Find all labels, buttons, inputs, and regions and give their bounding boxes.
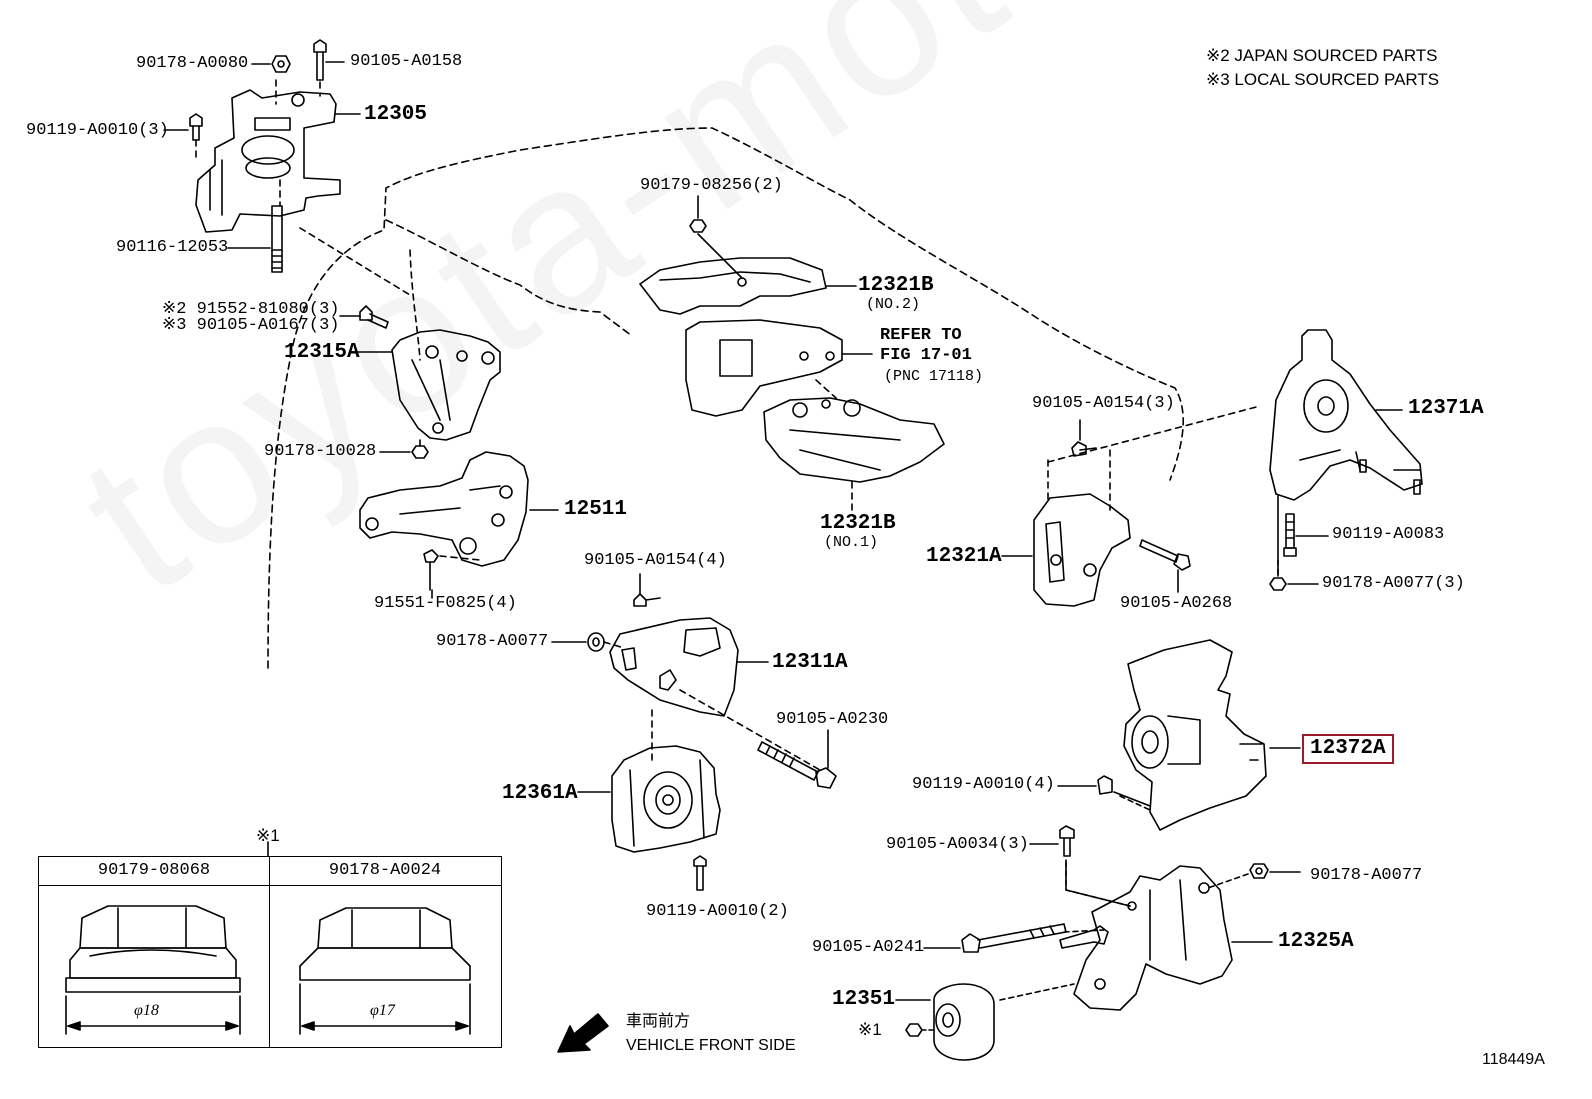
bolt-90105-A0034-3 [1059, 825, 1075, 857]
shield-12321B-no2 [639, 257, 827, 315]
part-12311A[interactable]: 12311A [772, 651, 848, 674]
nut-90178-A0077-a [587, 632, 605, 652]
dimension-phi18: φ18 [134, 1002, 159, 1019]
bolt-90105-A0158 [313, 39, 327, 81]
refer-to-text: REFER TO [880, 326, 962, 345]
part-90178-A0080[interactable]: 90178-A0080 [136, 54, 249, 73]
bolt-90105-A0154-4 [633, 593, 661, 607]
part-90105-A0154-3[interactable]: 90105-A0154(3) [1032, 394, 1175, 413]
legend-local-sourced: ※3 LOCAL SOURCED PARTS [1206, 70, 1440, 89]
part-91551-F0825-4[interactable]: 91551-F0825(4) [374, 594, 517, 613]
bolt-90105-A0230 [757, 741, 837, 789]
part-12321A[interactable]: 12321A [926, 545, 1002, 568]
front-en-text: VEHICLE FRONT SIDE [626, 1037, 796, 1054]
part-12321B-no2-sub: (NO.2) [866, 296, 921, 313]
bracket-12311A [609, 617, 739, 717]
part-12351[interactable]: 12351 [832, 988, 896, 1011]
bracket-12325A [1073, 865, 1233, 1011]
engine-outline-inner [385, 219, 633, 337]
bolt-91551-F0825 [423, 549, 439, 591]
nut-profile-90179-08068 [65, 905, 241, 993]
table-divider [269, 885, 270, 1047]
part-12372A-highlighted[interactable]: 12372A [1302, 734, 1394, 764]
bolt-90105-A0268 [1139, 539, 1191, 571]
shield-12321B-no1 [763, 397, 945, 483]
figure-id: 118449A [1482, 1051, 1545, 1068]
bolt-90119-A0083 [1283, 513, 1297, 557]
part-12305[interactable]: 12305 [364, 103, 428, 126]
bolt-90105-A0154-3 [1071, 441, 1097, 457]
bolt-90119-A0010-2 [693, 855, 707, 891]
front-jp-text: 車両前方 [626, 1013, 691, 1030]
nut-90178-10028 [411, 445, 429, 459]
part-90105-A0241[interactable]: 90105-A0241 [812, 938, 925, 957]
note-star1-b: ※1 [858, 1020, 882, 1039]
part-12511[interactable]: 12511 [564, 498, 628, 521]
bracket-12321A [1033, 493, 1131, 607]
table-header-90178-A0024[interactable]: 90178-A0024 [269, 857, 501, 886]
part-90105-A0268[interactable]: 90105-A0268 [1120, 594, 1233, 613]
part-90178-A0077-3[interactable]: 90178-A0077(3) [1322, 574, 1465, 593]
nut-profile-90178-A0024 [299, 907, 471, 981]
part-90178-10028[interactable]: 90178-10028 [264, 442, 377, 461]
part-12321B-no1-sub: (NO.1) [824, 534, 879, 551]
part-12321B-no2[interactable]: 12321B [858, 274, 934, 297]
legend-japan-sourced: ※2 JAPAN SOURCED PARTS [1206, 46, 1438, 65]
bracket-center [685, 319, 843, 417]
part-12325A[interactable]: 12325A [1278, 930, 1354, 953]
part-91552-81080-3[interactable]: ※2 91552-81080(3) [162, 300, 340, 319]
part-90179-08256-2[interactable]: 90179-08256(2) [640, 176, 783, 195]
part-90105-A0154-4[interactable]: 90105-A0154(4) [584, 551, 727, 570]
part-90105-A0034-3[interactable]: 90105-A0034(3) [886, 835, 1029, 854]
part-90119-A0010-4[interactable]: 90119-A0010(4) [912, 775, 1055, 794]
part-12321B-no1[interactable]: 12321B [820, 512, 896, 535]
part-90178-A0077-b[interactable]: 90178-A0077 [1310, 866, 1423, 885]
nut-90178-A0077-b [1249, 863, 1269, 879]
dimension-lines [65, 983, 471, 1035]
front-arrow-icon [557, 1013, 609, 1053]
bracket-12511 [359, 451, 529, 567]
bracket-12315A [391, 329, 501, 441]
bolt-90105-A0241 [961, 923, 1067, 953]
mount-12371A [1269, 329, 1423, 501]
part-90116-12053[interactable]: 90116-12053 [116, 238, 229, 257]
part-90178-A0077-a[interactable]: 90178-A0077 [436, 632, 549, 651]
bolt-90119-A0010-3 [189, 113, 203, 141]
mount-12361A [611, 745, 721, 853]
part-90119-A0083[interactable]: 90119-A0083 [1332, 525, 1445, 544]
mount-12305 [195, 89, 341, 233]
part-90119-A0010-2[interactable]: 90119-A0010(2) [646, 902, 789, 921]
nut-reference-table: 90179-08068 90178-A0024 [38, 856, 502, 1048]
refer-pnc: (PNC 17118) [884, 368, 984, 385]
part-90105-A0167-3[interactable]: ※3 90105-A0167(3) [162, 316, 340, 335]
bolt-90119-A0010-4 [1097, 775, 1113, 795]
stud-90116-12053 [271, 205, 283, 273]
nut-12351 [905, 1023, 923, 1037]
part-12371A[interactable]: 12371A [1408, 397, 1484, 420]
refer-fig[interactable]: FIG 17-01 [880, 346, 972, 365]
note-star1: ※1 [256, 826, 280, 845]
engine-outline [267, 127, 1184, 669]
part-12315A[interactable]: 12315A [284, 341, 360, 364]
nut-90178-A0080 [271, 55, 291, 73]
part-90105-A0158[interactable]: 90105-A0158 [350, 52, 463, 71]
bolt-91552-81080 [359, 305, 389, 329]
nut-90178-A0077-3 [1269, 577, 1287, 591]
dimension-phi17: φ17 [370, 1002, 395, 1019]
table-header-90179-08068[interactable]: 90179-08068 [39, 857, 270, 886]
legend: ※2 JAPAN SOURCED PARTS ※3 LOCAL SOURCED … [1206, 44, 1439, 92]
part-90119-A0010-3[interactable]: 90119-A0010(3) [26, 121, 169, 140]
bolt-12325A-b [1059, 925, 1109, 949]
bushing-12351 [933, 983, 995, 1061]
part-12361A[interactable]: 12361A [502, 782, 578, 805]
nut-90179-08256 [689, 219, 707, 233]
part-90105-A0230[interactable]: 90105-A0230 [776, 710, 889, 729]
mount-12372A [1123, 639, 1267, 831]
